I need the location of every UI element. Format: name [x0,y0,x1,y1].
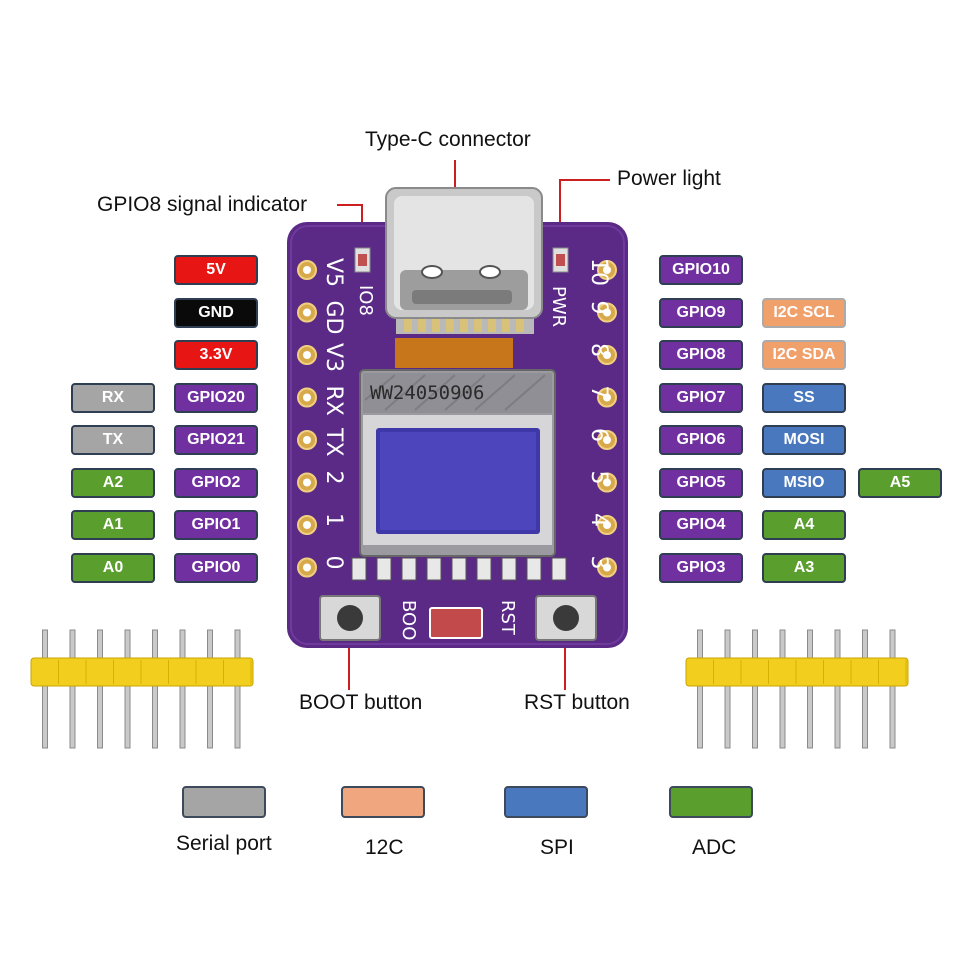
header-pin [124,629,131,749]
legend-label-serial: Serial port [176,832,272,855]
silk-left-label: GD [321,301,346,335]
pin-label-gpio4: GPIO4 [659,510,743,540]
right-pin-holes [597,260,617,578]
pin-alt-label: MOSI [762,425,846,455]
pin-alt-label: I2C SDA [762,340,846,370]
pin-alt-label: A0 [71,552,155,583]
pin-label-gpio21: GPIO21 [174,425,258,455]
silk-left-label: V3 [321,343,346,372]
header-pin [834,629,841,749]
legend-label-adc: ADC [692,836,737,859]
silk-boo: BOO [398,600,419,640]
silk-left-label: TX [321,427,346,457]
header-pin [152,629,158,749]
silk-right-label: 6 [586,428,611,442]
legend-swatch-serial [182,786,266,818]
silk-right-label: 5 [586,471,611,485]
pin-label-gpio6: GPIO6 [659,425,743,455]
silk-right-label: 3 [586,556,611,570]
pin-label-gpio2: GPIO2 [174,467,258,498]
typec-connector-label: Type-C connector [365,128,531,151]
power-light-label: Power light [617,167,721,190]
pin-alt-label: A4 [762,510,846,540]
header-pin [42,629,48,749]
pin-label-33v: 3.3V [174,340,258,370]
pin-label-gpio8: GPIO8 [659,340,743,370]
pin-label-gpio3: GPIO3 [659,552,743,583]
header-pin [752,629,758,749]
pin-alt-label: SS [762,382,846,413]
header-pin [889,629,896,749]
silk-right-label: 7 [586,386,611,400]
header-pin [179,629,186,749]
header-pin [97,629,103,749]
silk-io8: IO8 [355,285,376,316]
pin-alt-label: RX [71,382,155,413]
pin-label-gpio1: GPIO1 [174,510,258,540]
silk-right-label: 9 [586,301,611,315]
header-pin [779,629,786,749]
legend-swatch-adc [669,786,753,818]
header-plastic [30,657,254,687]
oled-marking: WW24050906 [370,382,484,404]
header-pin [862,629,868,749]
header-pin [69,629,76,749]
silk-left-label: 0 [321,556,346,570]
left-pin-holes [297,260,317,578]
silk-rst: RST [497,600,518,636]
silk-left-label: V5 [321,258,346,287]
silk-pwr: PWR [548,286,569,327]
legend-label-i2c: 12C [365,836,404,859]
pin-alt-label: A2 [71,467,155,498]
silk-left-label: 2 [321,471,346,485]
header-pin [807,629,813,749]
right-silkscreen: 10 9 8 7 6 5 4 3 [586,258,611,570]
pin-label-gnd: GND [174,297,258,328]
pin-label-5v: 5V [174,255,258,285]
pin-alt-label: MSIO [762,467,846,498]
silk-left-label: RX [321,386,346,416]
pin-alt-label: I2C SCL [762,297,846,328]
pin-label-gpio0: GPIO0 [174,552,258,583]
silk-left-label: 1 [321,513,346,527]
antenna-chip [429,607,483,639]
pin-header-left [30,629,254,749]
pin-label-gpio7: GPIO7 [659,382,743,413]
silk-right-label: 10 [586,258,611,286]
header-pin [234,629,241,749]
gpio8-indicator-label: GPIO8 signal indicator [97,193,308,216]
pin-alt2-label: A5 [858,467,942,498]
pin-alt-label: A3 [762,552,846,583]
rst-switch [535,595,597,641]
pin-label-gpio9: GPIO9 [659,297,743,328]
boot-switch [319,595,381,641]
silk-right-label: 4 [586,513,611,527]
pin-header-right [685,629,909,749]
legend-label-spi: SPI [540,836,574,859]
pin-label-gpio10: GPIO10 [659,255,743,285]
header-pin [697,629,703,749]
legend-swatch-spi [504,786,588,818]
silk-right-label: 8 [586,343,611,357]
header-pin [724,629,731,749]
pin-label-gpio20: GPIO20 [174,382,258,413]
pin-alt-label: TX [71,425,155,455]
legend-swatch-i2c [341,786,425,818]
usb-c-connector [385,187,543,334]
header-plastic [685,657,909,687]
rst-button-label: RST button [524,691,630,714]
header-pin [207,629,213,749]
boot-button-label: BOOT button [299,691,423,714]
pin-alt-label: A1 [71,510,155,540]
pin-label-gpio5: GPIO5 [659,467,743,498]
